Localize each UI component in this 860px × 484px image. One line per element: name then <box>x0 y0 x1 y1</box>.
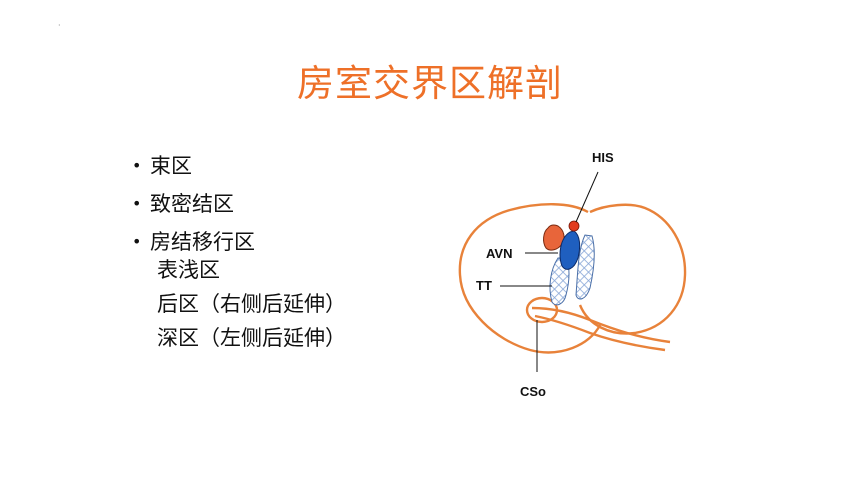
bullet-marker: • <box>132 156 142 175</box>
right-chamber-outline <box>578 203 687 335</box>
hatched-bundle-band <box>575 234 595 300</box>
septal-lower-curve <box>534 314 666 352</box>
sub-item-deep: 深区（左侧后延伸） <box>157 326 346 350</box>
label-tt: TT <box>476 278 492 293</box>
sub-item-posterior: 后区（右侧后延伸） <box>157 292 346 316</box>
slide-title: 房室交界区解剖 <box>297 62 563 105</box>
bullet-text: 房结移行区 <box>150 229 255 254</box>
av-junction-diagram: HIS AVN TT CSo <box>458 150 687 399</box>
left-chamber-outline <box>458 203 602 354</box>
his-bundle-dot <box>568 220 580 232</box>
bullet-item-transitional-zone: • 房结移行区 <box>132 223 255 261</box>
label-cso: CSo <box>520 384 546 399</box>
corner-mark: · <box>58 21 61 30</box>
bullet-marker: • <box>132 232 142 251</box>
bullet-marker: • <box>132 194 142 213</box>
bullet-text: 束区 <box>150 153 192 178</box>
bullet-text: 致密结区 <box>150 191 234 216</box>
label-avn: AVN <box>486 246 512 261</box>
his-leader-line <box>575 171 599 223</box>
septal-base-curve <box>531 306 671 344</box>
tendon-of-todaro <box>549 257 570 306</box>
bullet-item-bundle-zone: • 束区 <box>132 147 255 185</box>
label-his: HIS <box>592 150 614 165</box>
bullet-list: • 束区 • 致密结区 • 房结移行区 <box>132 147 255 261</box>
av-node <box>559 230 581 270</box>
coronary-sinus-ostium <box>525 296 559 324</box>
bullet-item-compact-node: • 致密结区 <box>132 185 255 223</box>
sub-item-superficial: 表浅区 <box>157 258 220 282</box>
